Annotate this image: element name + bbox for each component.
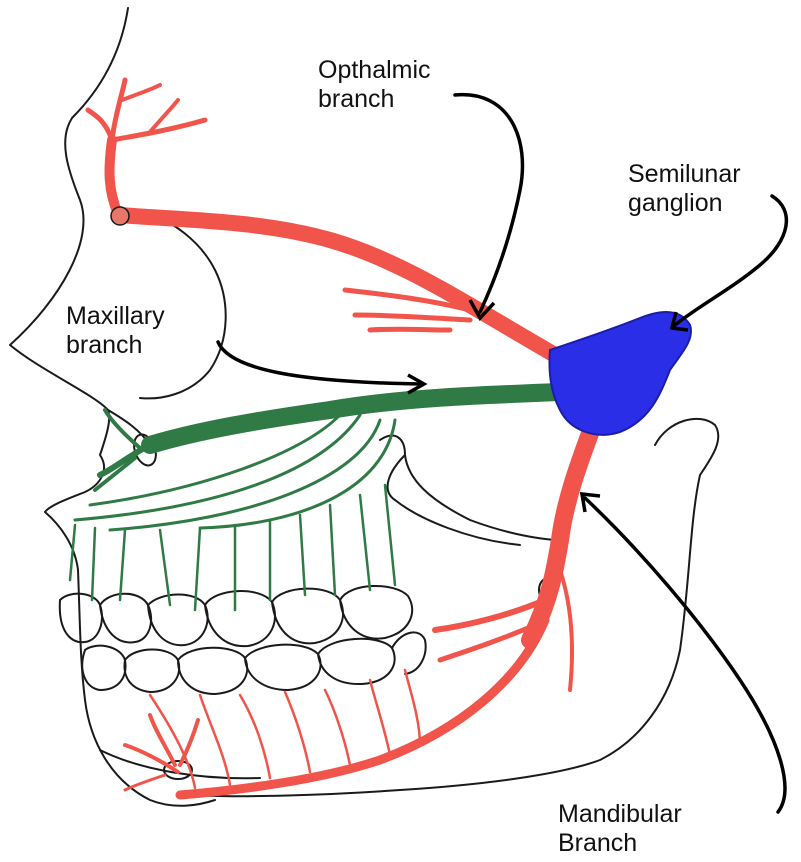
ganglion-label-line1: Semilunar <box>628 160 741 189</box>
ophthalmic-label-line1: Opthalmic <box>318 56 431 85</box>
maxillary-arrow <box>218 342 420 384</box>
mandibular-label-line1: Mandibular <box>558 800 682 829</box>
semilunar-ganglion <box>549 312 691 435</box>
maxillary-label-line2: branch <box>66 331 142 360</box>
maxillary-label-line1: Maxillary <box>66 302 165 331</box>
ophthalmic-arrow <box>455 95 522 312</box>
ophthalmic-label-line2: branch <box>318 85 394 114</box>
mandibular-arrow <box>585 498 785 812</box>
ganglion-label-line2: ganglion <box>628 189 723 218</box>
maxillary-branch <box>70 392 560 610</box>
mandibular-label-line2: Branch <box>558 829 637 858</box>
teeth <box>60 432 557 779</box>
